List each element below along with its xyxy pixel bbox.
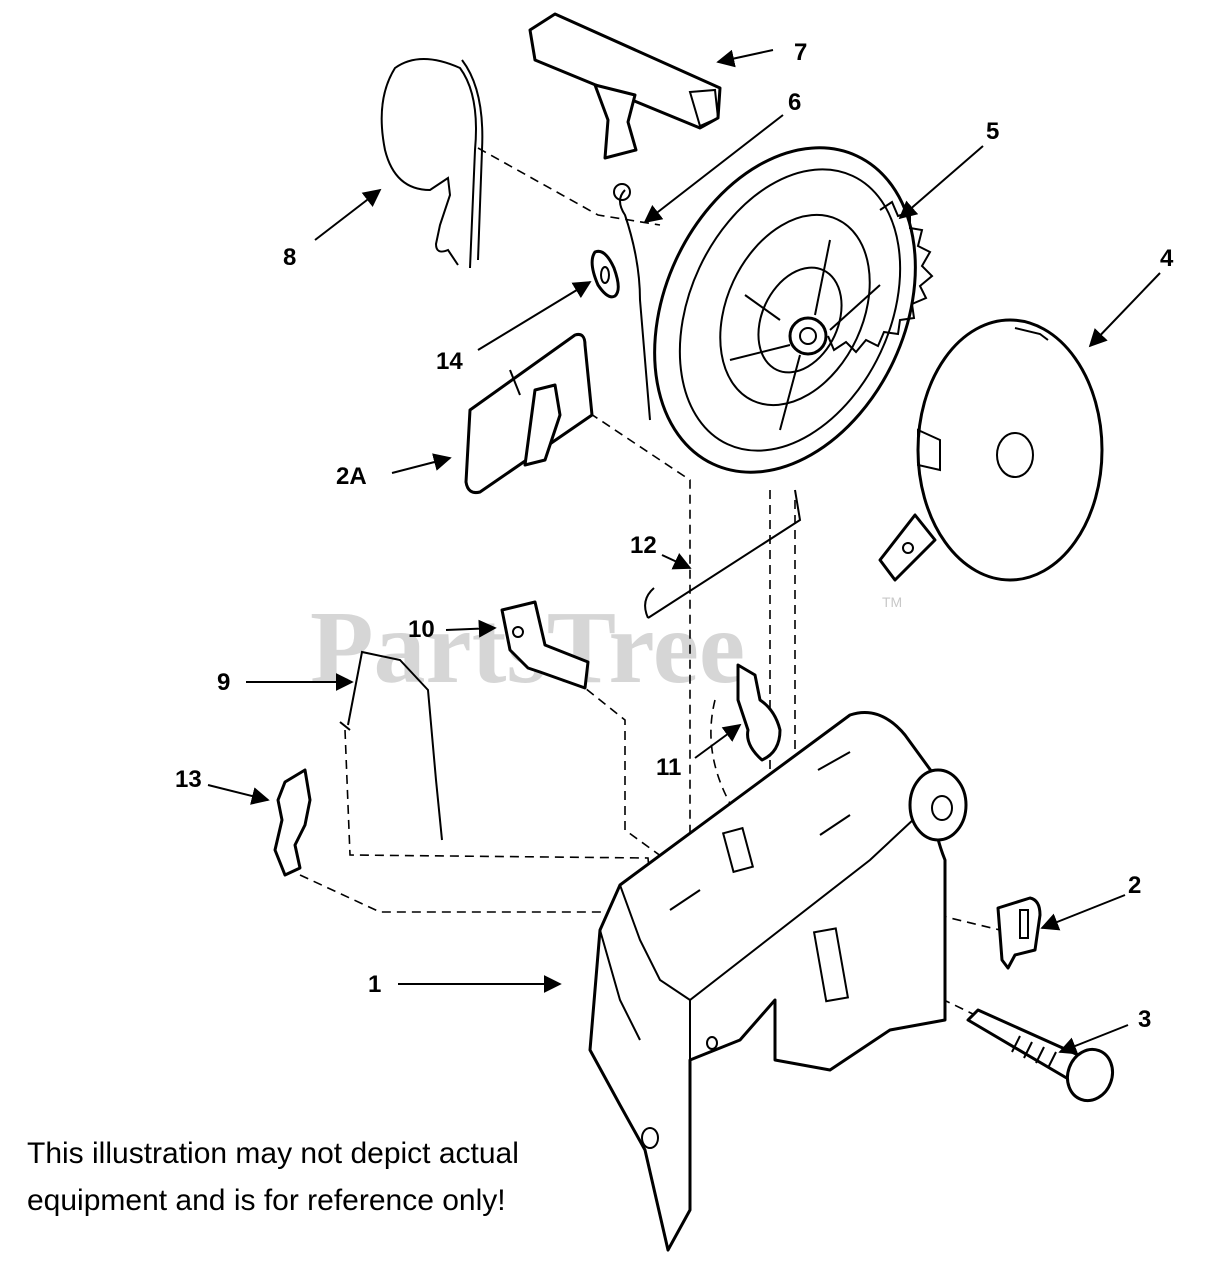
starter-rope-part-6 <box>613 183 651 421</box>
bolt-part-3 <box>966 1008 1115 1103</box>
callout-10: 10 <box>408 616 435 643</box>
callout-7: 7 <box>794 39 807 66</box>
callout-8: 8 <box>283 244 296 271</box>
clip-part-13 <box>273 768 312 877</box>
wire-spring-part-9 <box>339 650 443 841</box>
base-bracket-part-1 <box>588 711 968 1252</box>
bracket-part-2a <box>464 333 594 494</box>
callout-3: 3 <box>1138 1006 1151 1033</box>
callout-2: 2 <box>1128 872 1141 899</box>
callout-4: 4 <box>1160 245 1174 272</box>
callout-9: 9 <box>217 669 230 696</box>
pulley-part-5 <box>653 146 934 474</box>
callout-5: 5 <box>986 118 999 145</box>
latch-part-11 <box>736 663 782 762</box>
watermark-trademark: TM <box>882 594 902 610</box>
disclaimer-line-2: equipment and is for reference only! <box>27 1184 506 1217</box>
spring-part-12 <box>644 489 802 619</box>
callout-labels: 1 2 2A 3 4 5 6 7 8 9 10 11 12 13 14 <box>175 39 1174 1033</box>
pull-handle-part-7: PULL TO START <box>528 12 722 160</box>
leader-arrows <box>207 49 1161 1055</box>
callout-6: 6 <box>788 89 801 116</box>
disclaimer-line-1: This illustration may not depict actual <box>27 1137 519 1170</box>
callout-2a: 2A <box>336 463 367 490</box>
washer-part-14 <box>590 249 620 299</box>
clip-part-2 <box>996 896 1042 970</box>
callout-12: 12 <box>630 532 657 559</box>
callout-13: 13 <box>175 766 202 793</box>
link-plate-part-10 <box>500 600 590 690</box>
wire-hook-part-8 <box>380 58 484 269</box>
cover-part-4 <box>878 318 1104 582</box>
callout-1: 1 <box>368 971 381 998</box>
callout-11: 11 <box>656 754 681 781</box>
callout-14: 14 <box>436 348 463 375</box>
